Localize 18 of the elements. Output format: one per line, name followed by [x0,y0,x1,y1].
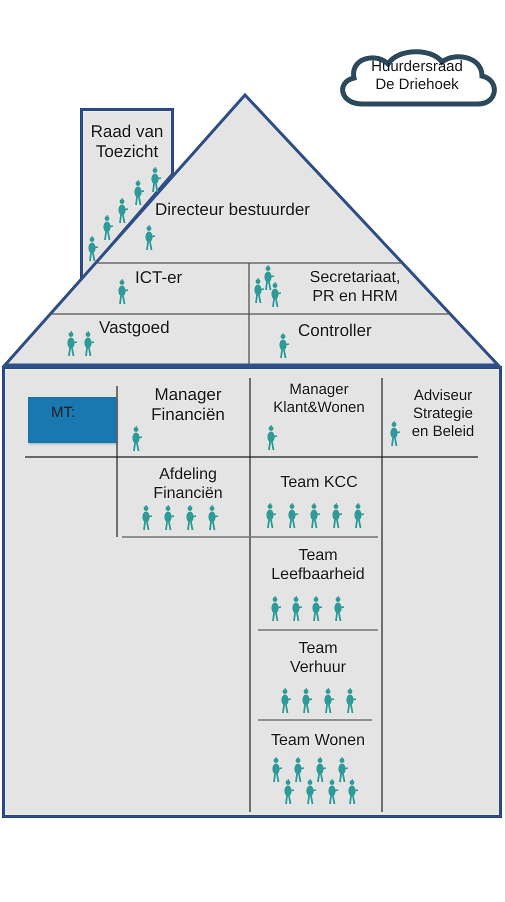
role-label: ICT-er [135,268,184,288]
role-label: Team Verhuur [288,639,348,678]
mt-label: MT: [51,404,76,422]
role-label: Team Leefbaarheid [270,546,366,584]
role-label: Secretariaat, PR en HRM [308,268,402,306]
role-label: Manager Financiën [150,385,226,426]
role-label: Afdeling Financiën [152,465,224,504]
role-label: Manager Klant&Wonen [272,381,366,417]
role-label: Adviseur Strategie en Beleid [410,387,476,441]
house-body [2,366,502,818]
mt-box [28,397,116,443]
council-name: Huurdersraad De Driehoek [370,58,464,94]
role-label: Directeur bestuurder [155,200,311,220]
board-name: Raad van Toezicht [90,122,164,163]
role-label: Vastgoed [99,318,171,338]
role-label: Controller [298,321,373,342]
role-label: Team KCC [279,473,359,492]
role-label: Team Wonen [270,731,366,750]
